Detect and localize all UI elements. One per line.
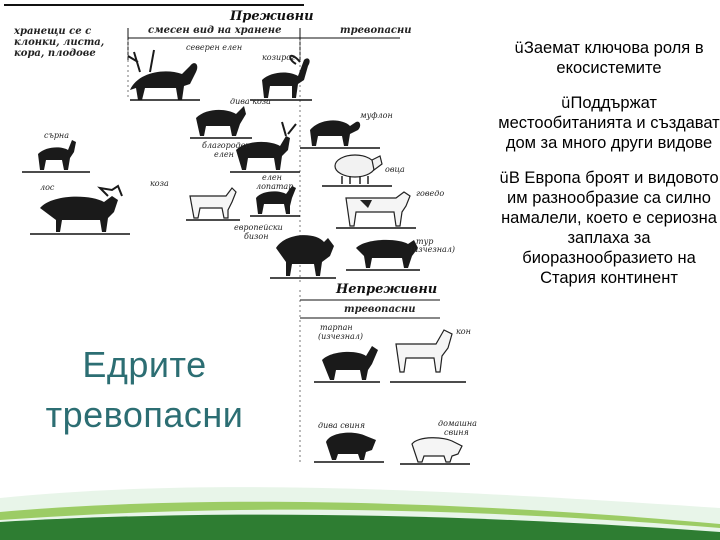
aurochs-silhouette bbox=[356, 239, 418, 268]
bullet-item: üЗаемат ключова роля в екосистемите bbox=[498, 38, 720, 78]
label-horse: кон bbox=[456, 327, 471, 336]
label-goat: коза bbox=[150, 179, 169, 188]
wild-boar-silhouette bbox=[326, 432, 376, 460]
label-domestic-pig: домашна свиня bbox=[438, 419, 479, 437]
label-bison: европейски бизон bbox=[234, 223, 285, 241]
label-ibex: козирог bbox=[262, 53, 295, 62]
bullet-item: üВ Европа броят и видовото им разнообраз… bbox=[498, 168, 720, 288]
roe-deer-silhouette bbox=[38, 140, 76, 170]
label-wild-goat: дива коза bbox=[230, 97, 271, 106]
cattle-silhouette bbox=[345, 191, 411, 227]
herbivore-diagram: Преживни хранещи се с клонки, листа, кор… bbox=[4, 4, 479, 465]
bullet-text: Заемат ключова роля в екосистемите bbox=[523, 39, 704, 77]
red-deer-silhouette bbox=[236, 121, 297, 170]
label-wild-boar: дива свиня bbox=[318, 421, 365, 430]
reindeer-silhouette bbox=[127, 49, 198, 100]
ibex-silhouette bbox=[262, 54, 310, 98]
bullet-list: üЗаемат ключова роля в екосистемите üПод… bbox=[498, 38, 720, 303]
slide-title: Едрите тревопасни bbox=[2, 340, 287, 440]
mouflon-silhouette bbox=[310, 120, 361, 146]
wild-goat-silhouette bbox=[196, 106, 246, 136]
fallow-deer-silhouette bbox=[256, 186, 296, 214]
check-icon: ü bbox=[561, 94, 571, 112]
label-elk: лос bbox=[40, 183, 55, 192]
bison-silhouette bbox=[276, 235, 334, 276]
elk-silhouette bbox=[40, 184, 123, 232]
label-reindeer: северен елен bbox=[186, 43, 242, 52]
heading-nonruminants: Непреживни bbox=[335, 282, 437, 297]
horse-silhouette bbox=[395, 329, 453, 373]
title-line-2: тревопасни bbox=[45, 394, 244, 435]
bullet-item: üПоддържат местообитанията и създават до… bbox=[498, 93, 720, 153]
label-tarpan: тарпан (изчезнал) bbox=[318, 323, 363, 341]
label-mouflon: муфлон bbox=[360, 111, 393, 120]
col-grazers: тревопасни bbox=[340, 25, 412, 36]
label-cattle: говедо bbox=[416, 189, 444, 198]
check-icon: ü bbox=[499, 169, 509, 187]
domestic-pig-silhouette bbox=[411, 437, 463, 463]
label-red-deer: благороден елен bbox=[202, 141, 253, 159]
bottom-wave-decoration bbox=[0, 487, 720, 540]
label-aurochs: тур (изчезнал) bbox=[410, 237, 455, 254]
bullet-text: Поддържат местообитанията и създават дом… bbox=[498, 94, 720, 152]
bullet-text: В Европа броят и видовото им разнообрази… bbox=[501, 169, 719, 287]
check-icon: ü bbox=[514, 39, 524, 57]
sheep-silhouette bbox=[334, 154, 383, 184]
heading-ruminants: Преживни bbox=[229, 9, 314, 24]
col-browsers: хранещи се с клонки, листа, кора, плодов… bbox=[13, 26, 108, 59]
tarpan-silhouette bbox=[322, 346, 378, 380]
col-grazers-lower: тревопасни bbox=[344, 304, 416, 315]
title-line-1: Едрите bbox=[82, 344, 207, 385]
label-sheep: овца bbox=[385, 165, 405, 174]
goat-silhouette bbox=[189, 187, 237, 219]
label-fallow-deer: елен лопатар bbox=[256, 173, 293, 191]
label-roe-deer: сърна bbox=[44, 131, 69, 140]
col-mixed: смесен вид на хранене bbox=[148, 25, 281, 36]
